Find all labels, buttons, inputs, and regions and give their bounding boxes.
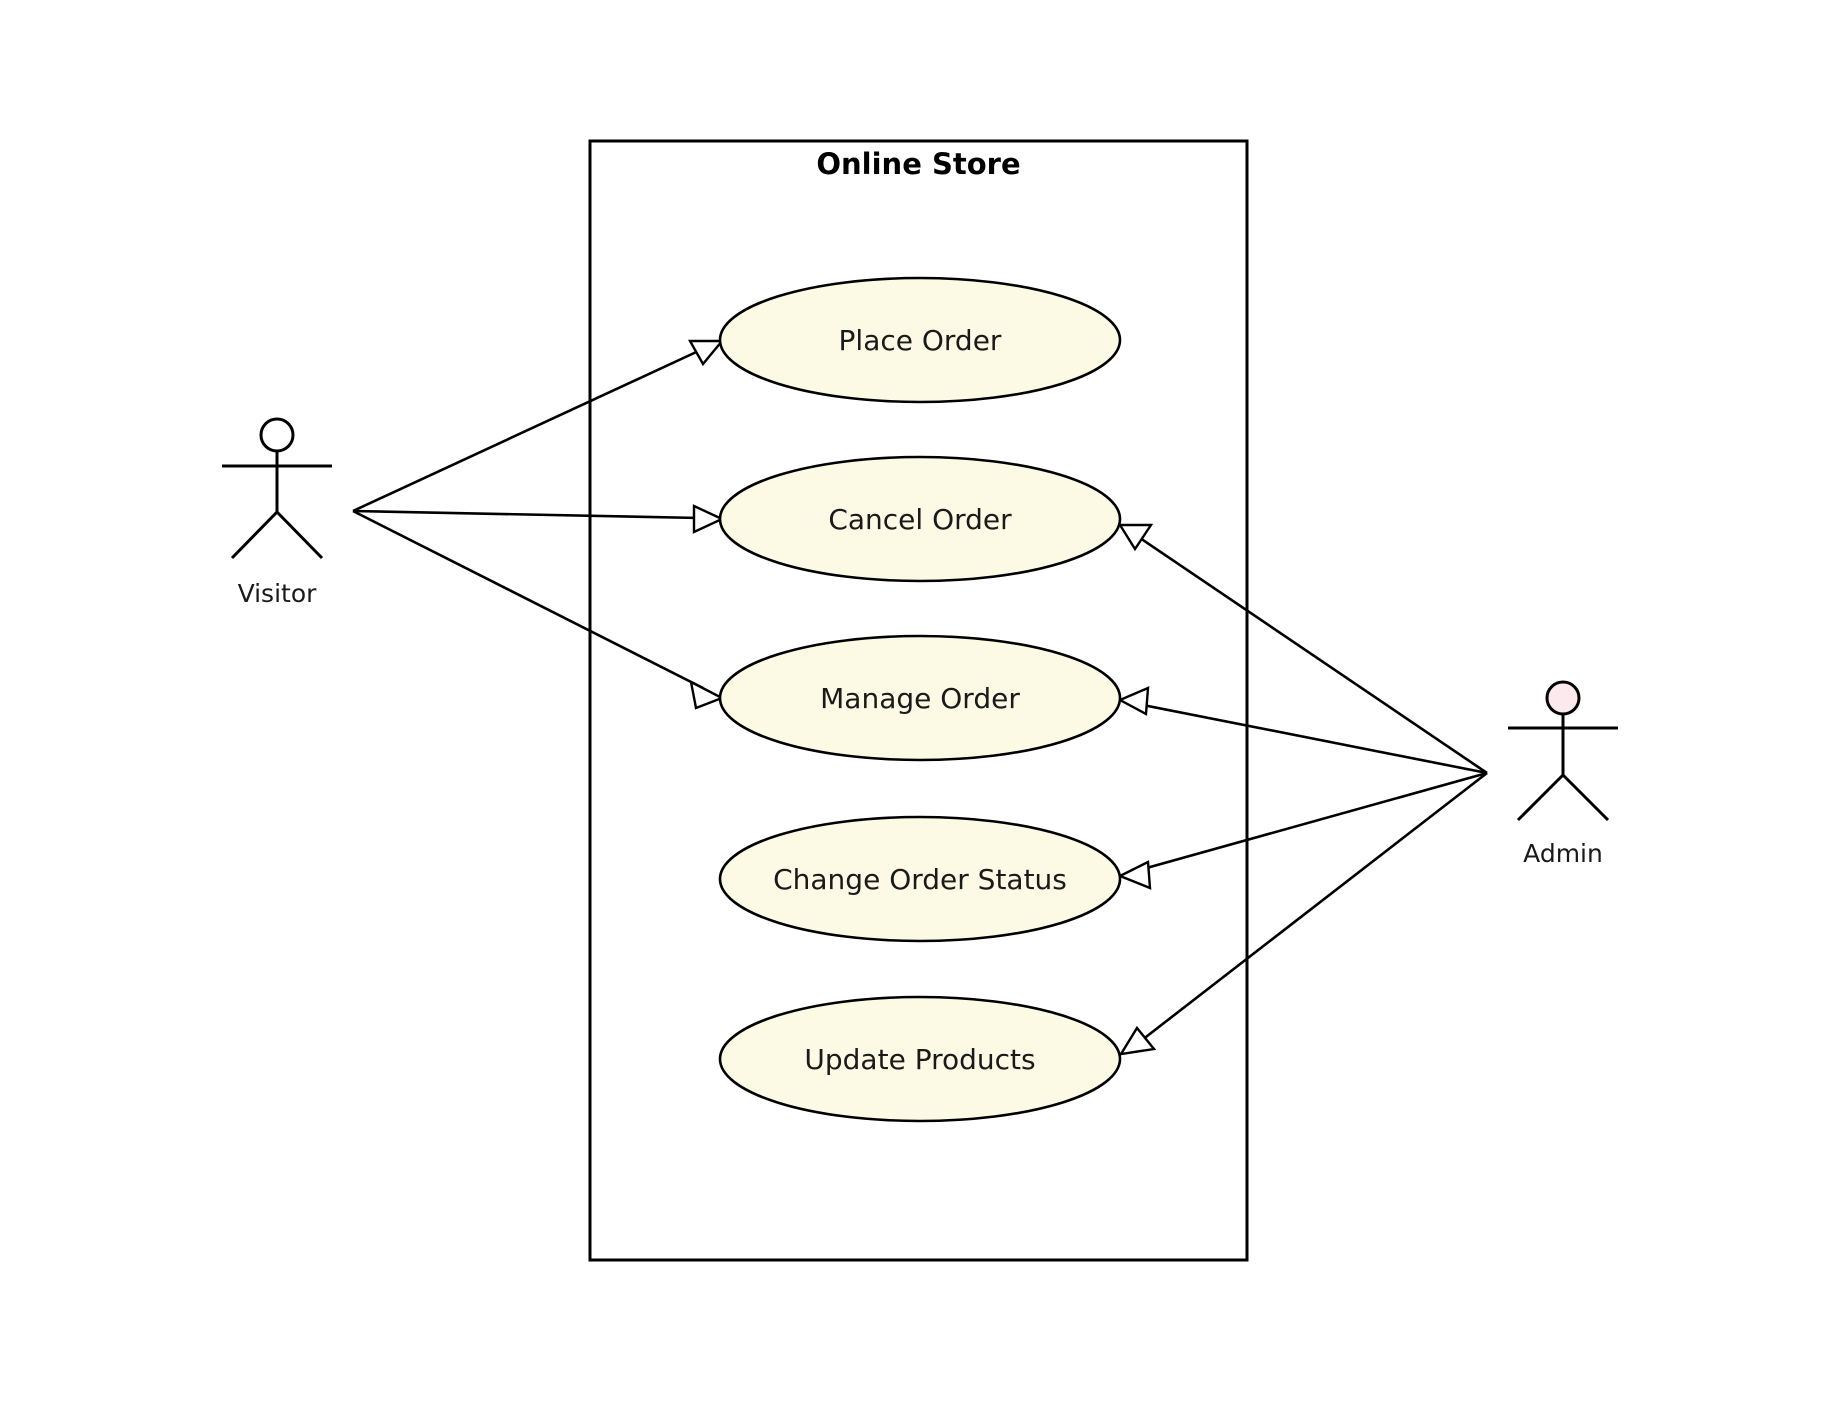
use-case-place-order[interactable]: Place Order xyxy=(718,276,1122,404)
use-case-change-order-status[interactable]: Change Order Status xyxy=(718,815,1122,943)
actor-visitor[interactable]: Visitor xyxy=(222,417,332,608)
association-visitor-cancel-order[interactable] xyxy=(352,504,725,534)
system-title: Online Store xyxy=(816,147,1020,181)
use-case-label-place-order: Place Order xyxy=(839,324,1002,357)
use-case-cancel-order[interactable]: Cancel Order xyxy=(718,455,1122,583)
actor-head-icon-admin xyxy=(1545,680,1581,716)
use-case-label-manage-order: Manage Order xyxy=(820,682,1020,715)
actor-head-icon-visitor xyxy=(259,417,295,453)
use-case-update-products[interactable]: Update Products xyxy=(718,995,1122,1123)
association-admin-change-order-status[interactable] xyxy=(1117,771,1488,890)
use-case-layer: Place Order Cancel Order Manage Order Ch… xyxy=(718,276,1122,1123)
actor-label-admin: Admin xyxy=(1523,839,1603,868)
association-layer xyxy=(352,339,1488,1056)
actor-left-leg-visitor xyxy=(230,510,279,560)
use-case-label-update-products: Update Products xyxy=(804,1043,1035,1076)
actor-left-leg-admin xyxy=(1516,773,1565,822)
actor-label-visitor: Visitor xyxy=(238,579,318,608)
association-visitor-place-order[interactable] xyxy=(352,339,725,513)
association-admin-manage-order[interactable] xyxy=(1117,686,1488,775)
association-visitor-manage-order[interactable] xyxy=(352,509,725,710)
actor-admin[interactable]: Admin xyxy=(1508,680,1618,868)
use-case-label-cancel-order: Cancel Order xyxy=(828,503,1012,536)
actor-right-leg-visitor xyxy=(275,510,324,560)
use-case-label-change-order-status: Change Order Status xyxy=(773,863,1067,896)
association-admin-cancel-order[interactable] xyxy=(1117,523,1488,775)
association-admin-update-products[interactable] xyxy=(1118,771,1488,1056)
use-case-manage-order[interactable]: Manage Order xyxy=(718,634,1122,762)
actor-right-leg-admin xyxy=(1561,773,1610,822)
